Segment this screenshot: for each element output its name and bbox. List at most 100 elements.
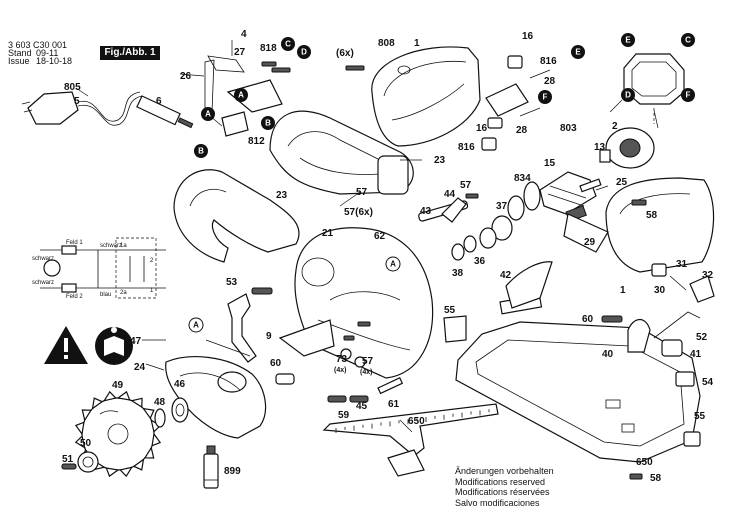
callout-24: 24 (134, 362, 146, 373)
callout-27: 27 (234, 47, 246, 58)
callout-2: 2 (612, 121, 618, 132)
switch-assembly (481, 55, 551, 151)
callout-55: 55 (444, 305, 456, 316)
modifications-notice: Änderungen vorbehalten Modifications res… (455, 466, 554, 508)
callout-816: 816 (540, 56, 557, 67)
svg-text:E: E (575, 48, 581, 57)
callout-16: 16 (522, 31, 534, 42)
callout-49: 49 (112, 380, 124, 391)
callout-73: 73 (336, 354, 348, 365)
marker-f (538, 90, 552, 104)
warning-triangle-icon (44, 326, 88, 364)
blade-tooth (116, 390, 131, 401)
marker-d (621, 88, 635, 102)
svg-text:F: F (686, 91, 691, 100)
callout-26: 26 (180, 71, 192, 82)
notice-line: Salvo modificaciones (455, 497, 540, 508)
part-callouts: 805 5 6 4 27 26 818 812 808 1 16 816 28 … (62, 29, 714, 484)
power-cord-assembly (21, 91, 194, 129)
stand-value: 09-11 (36, 48, 59, 58)
wire-label: schwarz (32, 256, 54, 262)
wiring-diagram: Feld 1 schwarz schwarz Feld 2 blau schwa… (32, 237, 166, 300)
handle-housing (269, 110, 414, 195)
issue-label: Issue (8, 56, 30, 66)
callout-6x: (6x) (336, 48, 354, 59)
callout-1: 1 (620, 285, 626, 296)
callout-23: 23 (434, 155, 446, 166)
callout-57-6x: 57(6x) (344, 207, 373, 218)
svg-text:D: D (301, 48, 307, 57)
callout-25: 25 (616, 177, 628, 188)
callout-42: 42 (500, 270, 512, 281)
marker-c (281, 37, 295, 51)
svg-text:D: D (625, 91, 631, 100)
callout-5: 5 (74, 96, 80, 107)
marker-a (201, 107, 215, 121)
callout-4: 4 (241, 29, 247, 40)
marker-d (297, 45, 311, 59)
marker-a (234, 88, 248, 102)
wire-label: 1 (150, 288, 154, 294)
marker-c (681, 33, 695, 47)
blade-tooth (81, 409, 93, 422)
svg-text:E: E (625, 36, 631, 45)
svg-text:A: A (238, 91, 244, 100)
base-plate (455, 261, 701, 463)
callout-1: 1 (414, 38, 420, 49)
callout-650: 650 (408, 416, 425, 427)
callout-21: 21 (322, 228, 334, 239)
callout-61: 61 (388, 399, 400, 410)
callout-9: 9 (266, 331, 272, 342)
blade-washers (61, 397, 189, 473)
wire-label: Feld 2 (66, 294, 83, 300)
callout-31: 31 (676, 259, 688, 270)
wire-label: blau (100, 292, 111, 298)
wire-label: 2a (120, 290, 127, 296)
marker-e (621, 33, 635, 47)
blade-tooth (143, 446, 155, 459)
marker-e (571, 45, 585, 59)
grease-tube (203, 445, 219, 489)
marker-circles: A A B B C D E F E C D F A A (188, 33, 695, 333)
callout-41: 41 (690, 349, 702, 360)
callout-28: 28 (544, 76, 556, 87)
notice-line: Modifications réservées (455, 487, 550, 497)
callout-52: 52 (696, 332, 708, 343)
svg-text:A: A (193, 321, 199, 330)
callout-29: 29 (584, 237, 596, 248)
blade-tooth (105, 467, 120, 478)
blade-tooth (91, 397, 104, 410)
callout-816: 816 (458, 142, 475, 153)
callout-28: 28 (516, 125, 528, 136)
blade-tooth (74, 421, 85, 436)
motor-field (599, 127, 655, 169)
svg-text:A: A (205, 110, 211, 119)
marker-a (188, 317, 204, 333)
blade-tooth (142, 407, 155, 420)
marker-a (385, 256, 401, 272)
svg-text:B: B (198, 147, 204, 156)
callout-47: 47 (130, 336, 142, 347)
callout-62: 62 (374, 231, 386, 242)
callout-4x: (4x) (334, 367, 346, 374)
notice-line: Modifications reserved (455, 476, 546, 487)
callout-36: 36 (474, 256, 486, 267)
callout-57: 57 (460, 180, 472, 191)
wire-label: 1a (120, 243, 127, 249)
callout-899: 899 (224, 466, 241, 477)
blade-tooth (102, 390, 117, 402)
rear-handle (173, 169, 300, 263)
callout-6: 6 (156, 96, 162, 107)
callout-812: 812 (248, 136, 265, 147)
blade-tooth (151, 432, 162, 447)
callout-808: 808 (378, 38, 395, 49)
callout-60: 60 (582, 314, 594, 325)
svg-text:A: A (390, 260, 396, 269)
guard-lever (205, 287, 404, 403)
svg-text:F: F (543, 93, 548, 102)
callout-23: 23 (276, 190, 288, 201)
marker-f (681, 88, 695, 102)
brush-holder-inset (623, 53, 685, 124)
